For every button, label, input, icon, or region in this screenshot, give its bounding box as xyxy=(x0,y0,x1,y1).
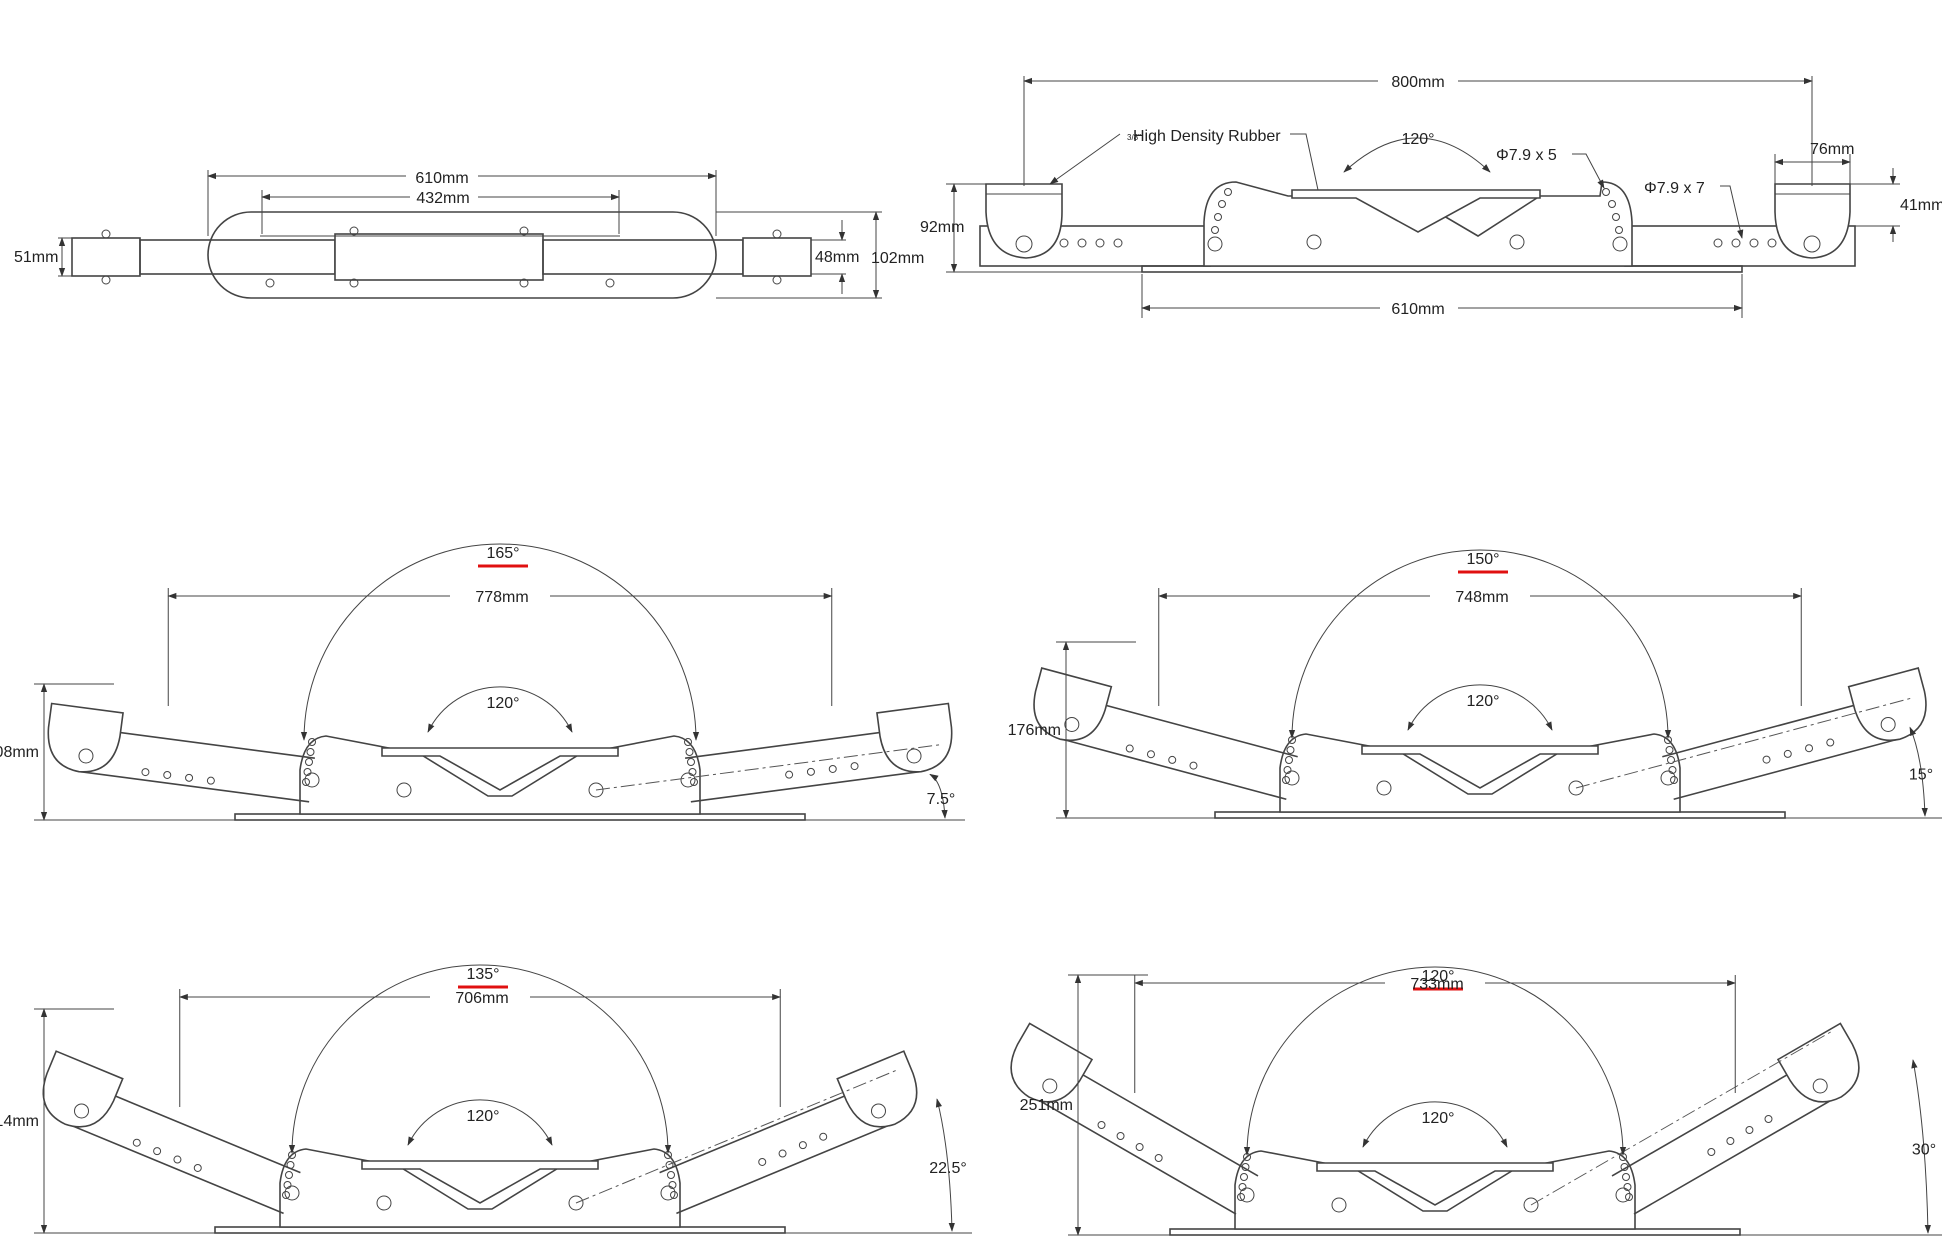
top-view-outline xyxy=(207,211,717,299)
config-inner-angle-label: 120° xyxy=(1421,1110,1454,1127)
side-view-base-plate xyxy=(1141,265,1743,273)
top-view-height-48: 48mm xyxy=(815,249,859,266)
side-view-rubber-v-pad xyxy=(1291,189,1541,233)
top-view-left-pad xyxy=(71,237,141,277)
side-view-height-92: 92mm xyxy=(920,219,964,236)
side-view-holes-center: Φ7.9 x 5 xyxy=(1496,147,1557,164)
config-width-label: 748mm xyxy=(1455,589,1508,606)
top-view-drawing: 610mm 432mm 51mm 48mm 102mm xyxy=(14,170,924,299)
side-view-pad-width-76: 76mm xyxy=(1810,141,1854,158)
config-2: 748mm 150° 120° 176mm 15° xyxy=(1008,549,1942,819)
side-view-pad-height-41: 41mm xyxy=(1900,197,1942,214)
side-view-left-pad xyxy=(985,183,1063,259)
config-outer-angle-label: 120° xyxy=(1421,968,1454,985)
side-view-v-angle: 120° xyxy=(1401,131,1434,148)
config-height-label: 214mm xyxy=(0,1113,39,1130)
config-tilt-label: 22.5° xyxy=(929,1160,967,1177)
config-tilt-label: 7.5° xyxy=(927,791,956,808)
config-tilt-label: 15° xyxy=(1909,767,1933,784)
top-view-width-432: 432mm xyxy=(416,190,469,207)
side-view-holes-arm: Φ7.9 x 7 xyxy=(1644,180,1705,197)
top-view-height-102: 102mm xyxy=(871,250,924,267)
config-inner-angle-label: 120° xyxy=(466,1108,499,1125)
config-tilt-label: 30° xyxy=(1912,1142,1936,1159)
config-outer-angle-label: 150° xyxy=(1466,551,1499,568)
config-width-label: 733mm xyxy=(1410,976,1463,993)
config-outer-angle-label: 165° xyxy=(486,545,519,562)
config-outer-angle-label: 135° xyxy=(466,966,499,983)
top-view-height-51: 51mm xyxy=(14,249,58,266)
config-height-label: 176mm xyxy=(1008,722,1061,739)
top-view-bolts xyxy=(101,226,782,288)
top-view-dimensions xyxy=(58,170,882,299)
side-view-width-800: 800mm xyxy=(1391,74,1444,91)
side-view-base-610: 610mm xyxy=(1391,301,1444,318)
side-view-drawing: 800mm 610mm 92mm 76mm 41mm 3/8" High Den… xyxy=(920,74,1942,318)
config-inner-angle-label: 120° xyxy=(486,695,519,712)
config-height-label: 108mm xyxy=(0,744,39,761)
config-3: 706mm 135° 120° 214mm 22.5° xyxy=(0,964,972,1234)
config-inner-angle-label: 120° xyxy=(1466,693,1499,710)
side-view-rubber-thickness: 3/8" xyxy=(1127,133,1141,142)
side-view-holes xyxy=(1059,188,1777,252)
top-view-right-pad xyxy=(742,237,812,277)
config-width-label: 706mm xyxy=(455,990,508,1007)
top-view-center-block xyxy=(334,233,544,281)
config-width-label: 778mm xyxy=(475,589,528,606)
side-view-dimensions xyxy=(946,76,1900,318)
top-view-width-610: 610mm xyxy=(415,170,468,187)
config-1: 778mm 165° 120° 108mm 7.5° xyxy=(0,543,965,821)
top-view-left-arm xyxy=(139,239,336,275)
side-view-right-pad xyxy=(1774,183,1851,259)
side-view-rubber-label: High Density Rubber xyxy=(1133,128,1281,145)
configuration-drawings: 778mm 165° 120° 108mm 7.5° 748mm 150° 120° 176mm… xyxy=(0,543,1942,1236)
config-height-label: 251mm xyxy=(1020,1097,1073,1114)
